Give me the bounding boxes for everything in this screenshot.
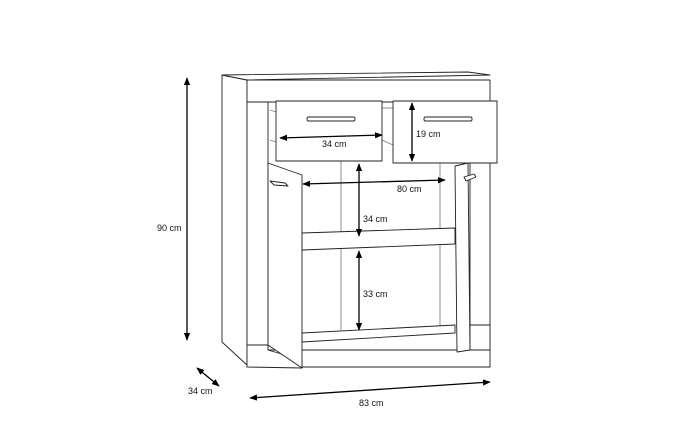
upper-compartment-label: 34 cm [363, 214, 388, 224]
lower-compartment-label: 33 cm [363, 289, 388, 299]
drawer-width-label: 34 cm [322, 139, 347, 149]
cabinet-top-front [246, 79, 491, 103]
cabinet-side-panel [221, 74, 248, 366]
door-right-handle [463, 173, 477, 182]
height-label: 90 cm [157, 223, 182, 233]
width-label: 83 cm [359, 398, 384, 408]
width-arrow [249, 379, 491, 401]
door-right [454, 162, 471, 353]
cabinet-top [221, 71, 491, 81]
dimension-labels: 90 cm 34 cm 83 cm 80 cm 34 cm 19 cm 34 c… [157, 129, 441, 408]
drawer-right-handle [423, 116, 473, 122]
drawer-right [392, 100, 498, 164]
drawer-left [275, 100, 383, 162]
inner-width-arrow [302, 177, 446, 187]
inner-width-label: 80 cm [397, 184, 422, 194]
drawer-left-handle [306, 116, 356, 122]
depth-arrow [196, 367, 220, 387]
cabinet-drawing [221, 71, 498, 369]
dimension-lines [183, 77, 491, 401]
drawer-width-arrow [279, 132, 383, 141]
door-left [267, 162, 303, 369]
door-left-handle [269, 180, 289, 187]
drawer-height-label: 19 cm [416, 129, 441, 139]
depth-label: 34 cm [188, 386, 213, 396]
